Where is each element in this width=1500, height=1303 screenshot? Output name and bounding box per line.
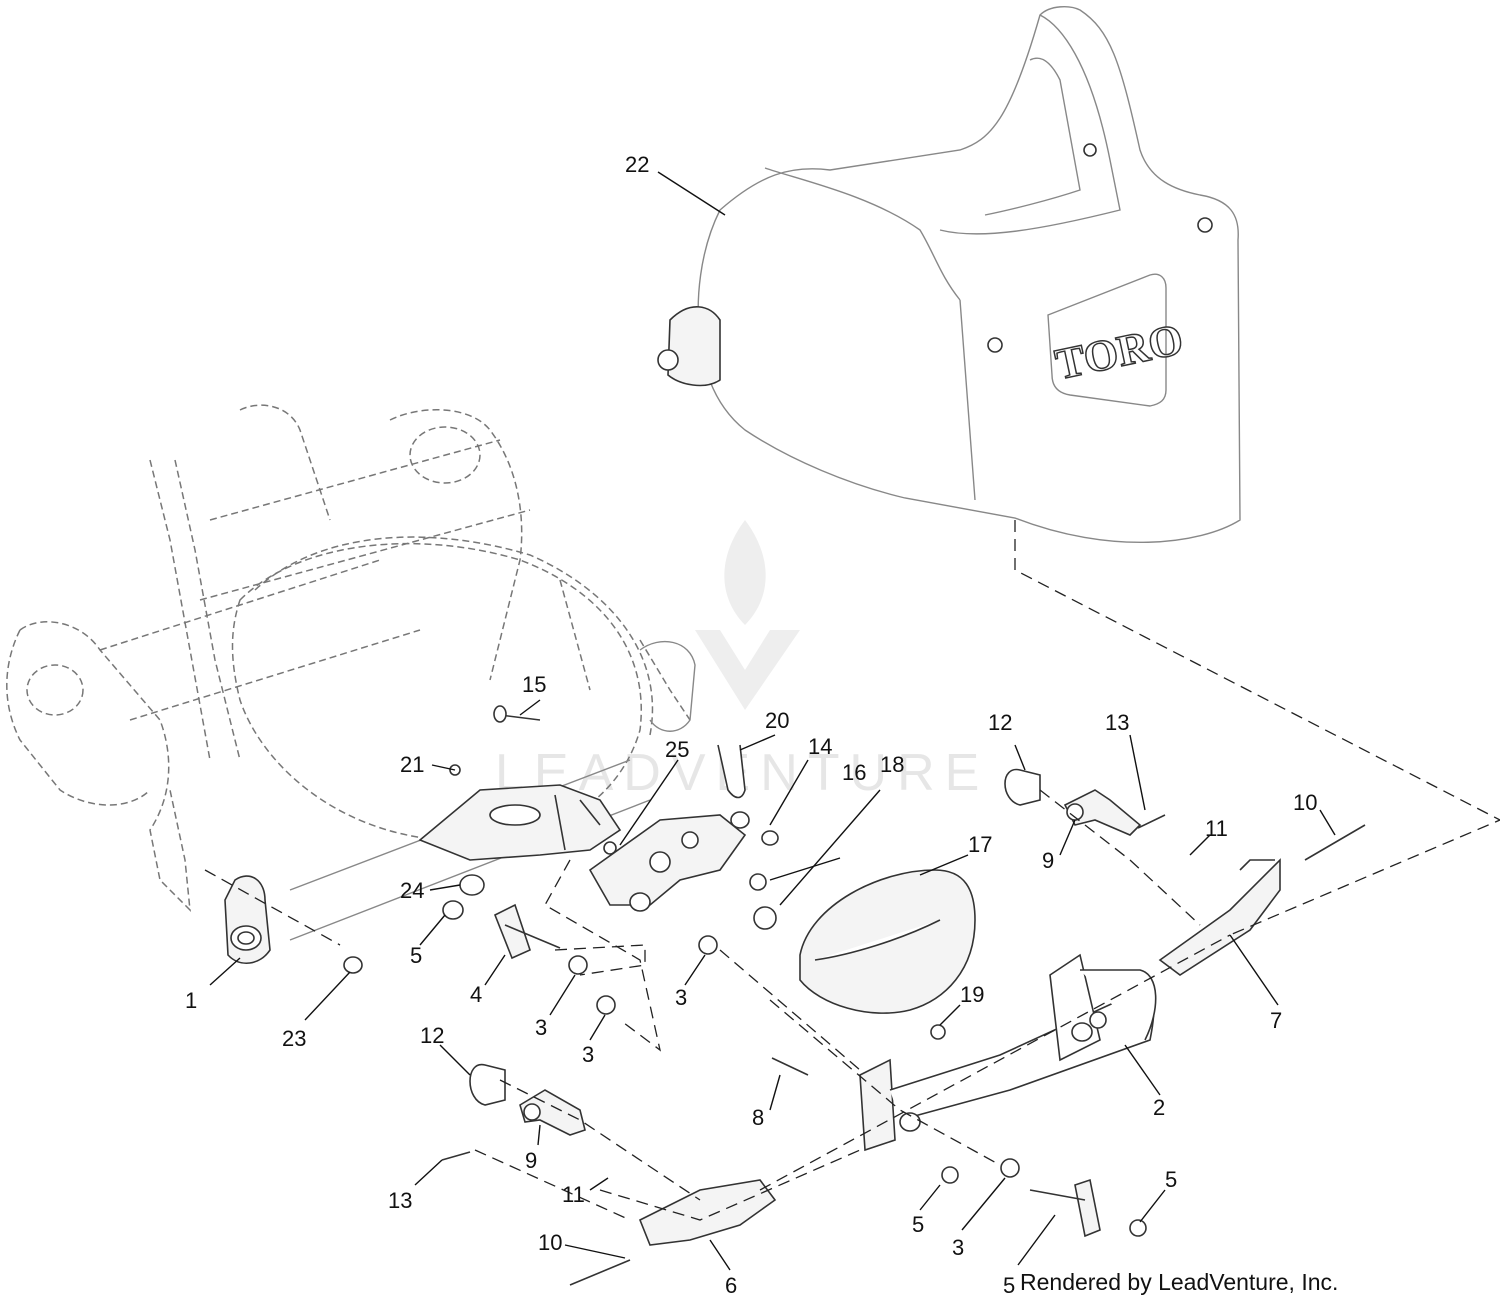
v-watermark-icon bbox=[695, 630, 800, 710]
callout-3d: 3 bbox=[952, 1235, 964, 1260]
callout-18: 18 bbox=[880, 752, 904, 777]
grass-catcher: TORO bbox=[657, 6, 1241, 543]
pins bbox=[441, 814, 1366, 1286]
part-1 bbox=[224, 875, 271, 964]
callout-12a: 12 bbox=[988, 710, 1012, 735]
render-credit: Rendered by LeadVenture, Inc. bbox=[1020, 1269, 1338, 1295]
flame-watermark-icon bbox=[724, 520, 766, 625]
callout-11a: 11 bbox=[1205, 816, 1228, 841]
assembly-lines bbox=[204, 520, 1500, 1221]
callout-12b: 12 bbox=[420, 1023, 444, 1048]
callout-labels: 22 15 20 14 16 18 17 21 25 24 5 1 23 4 3… bbox=[185, 152, 1317, 1298]
callout-20: 20 bbox=[765, 708, 789, 733]
callout-5a: 5 bbox=[410, 943, 422, 968]
nut-icon bbox=[930, 1024, 946, 1040]
callout-8: 8 bbox=[752, 1105, 764, 1130]
logo-plate bbox=[1047, 273, 1167, 407]
part-15 bbox=[493, 705, 541, 723]
callout-3b: 3 bbox=[582, 1042, 594, 1067]
mower-frame bbox=[6, 404, 696, 941]
hardware bbox=[343, 873, 946, 1040]
leader-lines bbox=[209, 171, 1336, 1271]
part-20 bbox=[717, 744, 746, 799]
callout-4a: 4 bbox=[470, 982, 482, 1007]
upper-bracket bbox=[418, 764, 622, 861]
part-9 bbox=[519, 789, 1142, 1136]
part-6 bbox=[638, 1179, 777, 1246]
spacer-icon bbox=[596, 995, 616, 1015]
callout-21: 21 bbox=[400, 752, 424, 777]
callout-3c: 3 bbox=[675, 985, 687, 1010]
callout-6: 6 bbox=[725, 1273, 737, 1298]
part-5a bbox=[442, 900, 464, 920]
callout-17: 17 bbox=[968, 832, 992, 857]
part-23 bbox=[343, 956, 363, 974]
part-18 bbox=[753, 906, 777, 930]
callout-14: 14 bbox=[808, 734, 832, 759]
callout-10a: 10 bbox=[1293, 790, 1317, 815]
callout-13b: 13 bbox=[388, 1188, 412, 1213]
callout-9a: 9 bbox=[1042, 848, 1054, 873]
callout-19: 19 bbox=[960, 982, 984, 1007]
spacer-icon bbox=[698, 935, 718, 955]
part-4b bbox=[941, 1158, 1147, 1238]
callout-2: 2 bbox=[1153, 1095, 1165, 1120]
part-2 bbox=[859, 953, 1157, 1152]
callout-3a: 3 bbox=[535, 1015, 547, 1040]
callout-4b: 5 bbox=[1003, 1273, 1015, 1298]
callout-7: 7 bbox=[1270, 1008, 1282, 1033]
part-14 bbox=[588, 811, 779, 912]
callout-16: 16 bbox=[842, 760, 866, 785]
callout-5c: 5 bbox=[1165, 1167, 1177, 1192]
brand-logo: TORO bbox=[1051, 314, 1187, 389]
callout-1: 1 bbox=[185, 988, 197, 1013]
callout-5b: 5 bbox=[912, 1212, 924, 1237]
callout-22: 22 bbox=[625, 152, 649, 177]
callout-10b: 10 bbox=[538, 1230, 562, 1255]
callout-23: 23 bbox=[282, 1026, 306, 1051]
callout-9b: 9 bbox=[525, 1148, 537, 1173]
nut-icon bbox=[749, 873, 767, 891]
part-4a bbox=[493, 903, 531, 960]
part-12 bbox=[469, 768, 1041, 1106]
callout-13a: 13 bbox=[1105, 710, 1129, 735]
callout-24: 24 bbox=[400, 878, 424, 903]
callout-11b: 11 bbox=[562, 1182, 585, 1207]
callout-25: 25 bbox=[665, 737, 689, 762]
callout-15: 15 bbox=[522, 672, 546, 697]
nut-icon bbox=[603, 841, 617, 855]
bolt-hole-icon bbox=[1083, 143, 1097, 157]
part-17 bbox=[799, 869, 976, 1014]
spacer-icon bbox=[568, 955, 588, 975]
bolt-hole-icon bbox=[987, 337, 1003, 353]
bolt-hole-icon bbox=[1197, 217, 1213, 233]
part-7 bbox=[1158, 858, 1281, 976]
pivot-knob-icon bbox=[657, 349, 679, 371]
part-24 bbox=[459, 874, 485, 896]
